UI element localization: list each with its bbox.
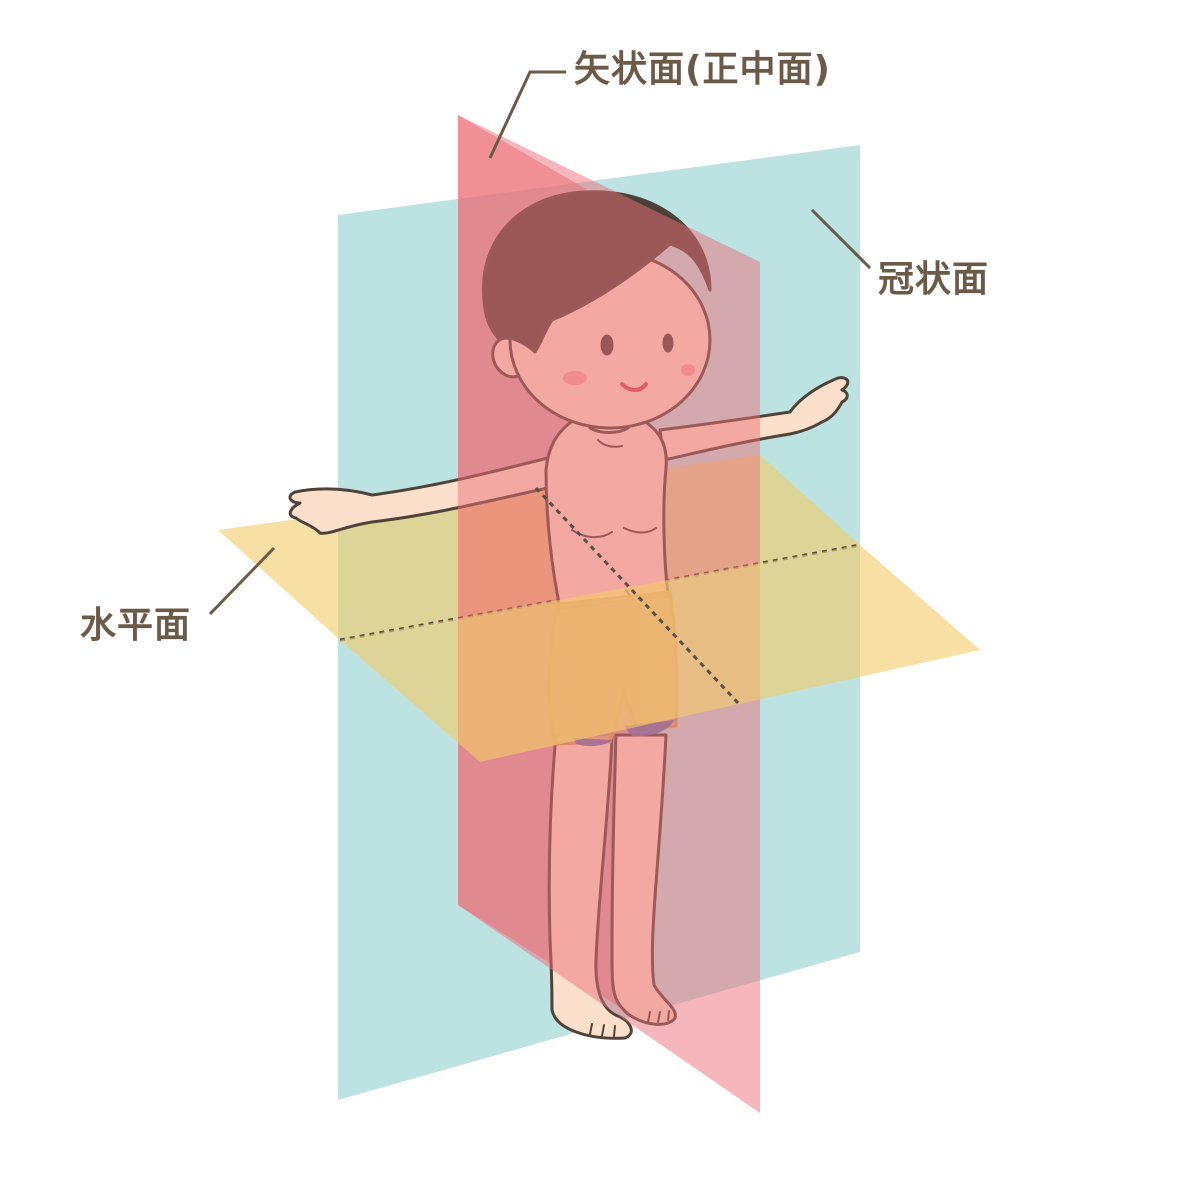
left-foot-toes bbox=[589, 1023, 616, 1037]
sagittal-plane-label: 矢状面(正中面) bbox=[574, 49, 831, 90]
horizontal-plane-label: 水平面 bbox=[80, 605, 192, 646]
coronal-plane-label: 冠状面 bbox=[878, 259, 990, 300]
horizontal-leader-line bbox=[208, 546, 276, 616]
coronal-leader-line bbox=[810, 208, 872, 270]
sagittal-leader-line bbox=[488, 70, 566, 159]
horizontal-plane-front bbox=[340, 545, 980, 762]
